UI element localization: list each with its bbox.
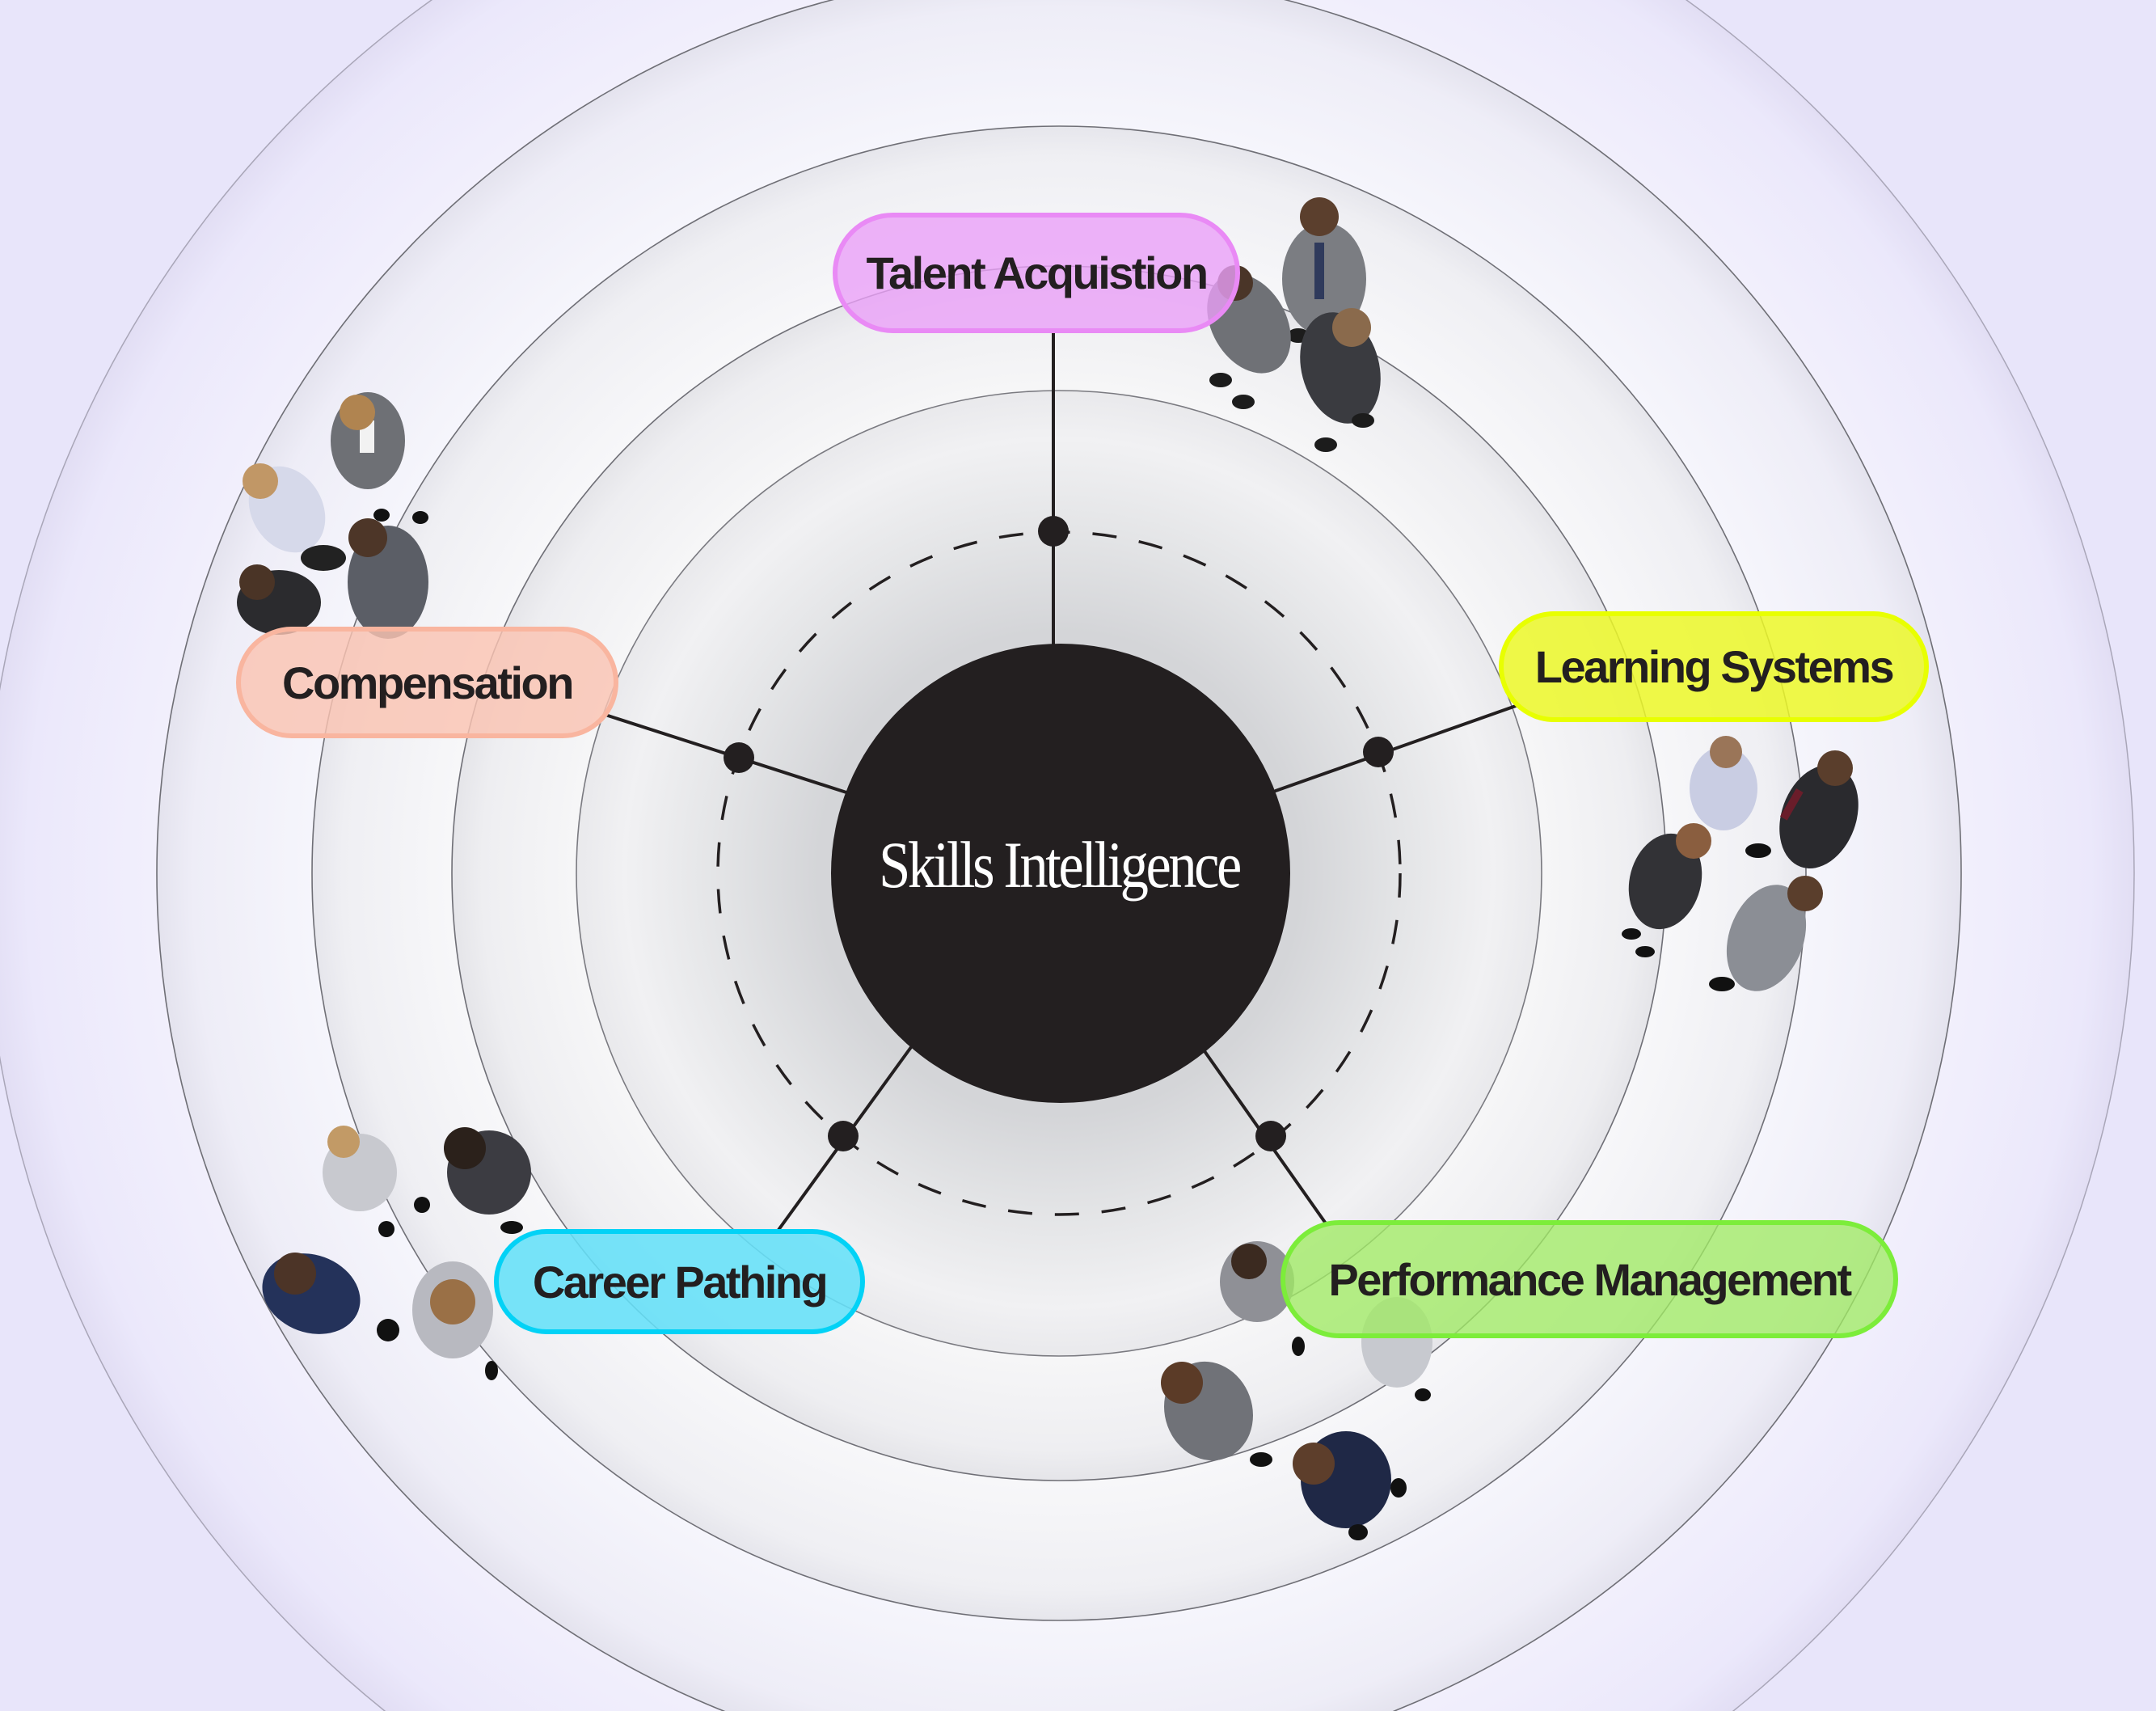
person-icon — [331, 392, 428, 524]
node-label: Performance Management — [1328, 1253, 1852, 1305]
person-icon — [348, 518, 428, 639]
person-icon — [1745, 750, 1859, 868]
people-cluster-top-left — [237, 392, 428, 639]
person-icon — [1293, 1431, 1407, 1540]
person-icon — [237, 564, 321, 635]
node-learning-systems[interactable]: Learning Systems — [1499, 611, 1929, 722]
node-performance-management[interactable]: Performance Management — [1281, 1220, 1898, 1338]
node-dot-performance — [1255, 1121, 1286, 1151]
person-icon — [262, 1253, 399, 1341]
person-icon — [1622, 823, 1711, 957]
connector-dots — [724, 516, 1394, 1151]
people-cluster-top-right — [1207, 197, 1381, 452]
person-icon — [243, 463, 346, 571]
person-icon — [1690, 736, 1757, 830]
person-icon — [1220, 1241, 1305, 1356]
connector-learning — [1274, 704, 1517, 792]
node-compensation[interactable]: Compensation — [236, 627, 618, 738]
people-cluster-bottom-left — [262, 1126, 531, 1380]
node-label: Talent Acquistion — [866, 247, 1209, 298]
people-cluster-right — [1622, 736, 1859, 991]
node-career-pathing[interactable]: Career Pathing — [494, 1229, 865, 1334]
person-icon — [1709, 876, 1823, 991]
person-icon — [444, 1127, 531, 1234]
hub-label: Skills Intelligence — [879, 828, 1242, 902]
node-dot-talent — [1038, 516, 1069, 547]
node-dot-learning — [1363, 737, 1394, 767]
node-label: Learning Systems — [1534, 641, 1895, 692]
node-dot-compensation — [724, 742, 754, 773]
person-icon — [412, 1261, 498, 1380]
person-icon — [1161, 1361, 1272, 1467]
node-talent-acquisition[interactable]: Talent Acquistion — [833, 213, 1240, 333]
node-label: Compensation — [282, 657, 574, 708]
hub-circle — [831, 644, 1290, 1103]
person-icon — [1300, 308, 1381, 452]
node-label: Career Pathing — [532, 1256, 829, 1308]
node-dot-career — [828, 1121, 859, 1151]
person-icon — [323, 1126, 430, 1237]
